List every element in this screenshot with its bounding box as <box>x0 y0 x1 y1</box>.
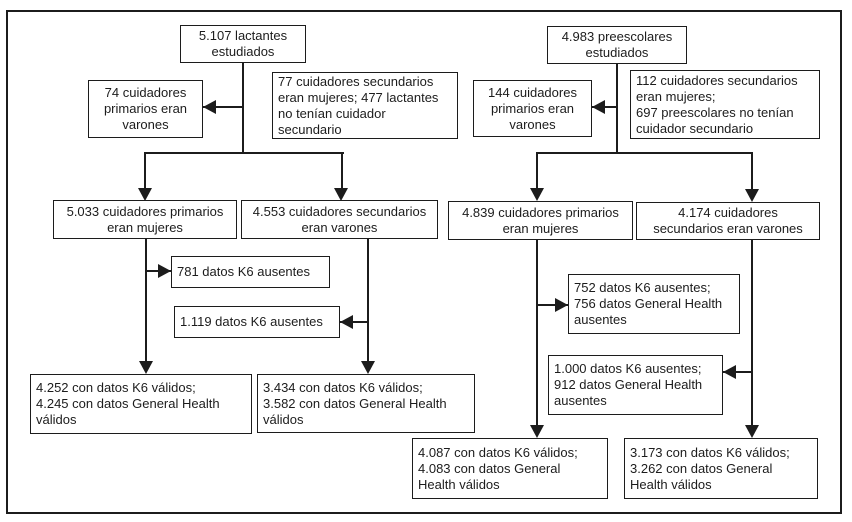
arrowhead-into-preschool-secondary-valid <box>745 425 759 438</box>
connector-infants-split <box>144 152 344 154</box>
connector-infants-to-male-primary <box>203 106 243 108</box>
connector-preschool-male-secondary-down <box>751 239 753 426</box>
arrowhead-into-preschool-male-secondary <box>745 189 759 202</box>
arrowhead-into-preschool-female-primary <box>530 188 544 201</box>
arrowhead-into-781-missing <box>158 264 171 278</box>
node-infants-secondary-valid-data: 3.434 con datos K6 válidos; 3.582 con da… <box>257 374 475 433</box>
node-infants-studied: 5.107 lactantes estudiados <box>180 25 306 63</box>
connector-preschool-split <box>536 152 753 154</box>
connector-infants-studied-down <box>242 62 244 154</box>
node-preschool-male-primary-caregivers: 144 cuidadores primarios eran varones <box>473 80 592 137</box>
node-preschool-male-secondary-caregivers: 4.174 cuidadores secundarios eran varone… <box>636 202 820 240</box>
node-preschool-studied: 4.983 preescolares estudiados <box>547 26 687 64</box>
node-preschool-primary-valid-data: 4.087 con datos K6 válidos; 4.083 con da… <box>412 438 608 499</box>
arrowhead-into-infants-secondary-valid <box>361 361 375 374</box>
arrowhead-into-752-missing <box>555 298 568 312</box>
connector-preschool-female-primary-down <box>536 239 538 426</box>
node-infants-male-primary-caregivers: 74 cuidadores primarios eran varones <box>88 80 203 138</box>
node-infants-primary-valid-data: 4.252 con datos K6 válidos; 4.245 con da… <box>30 374 252 434</box>
connector-preschool-to-female-primary <box>536 152 538 188</box>
connector-male-secondary-down <box>367 239 369 362</box>
arrowhead-into-infants-primary-valid <box>139 361 153 374</box>
node-infants-female-primary-caregivers: 5.033 cuidadores primarios eran mujeres <box>53 200 237 239</box>
node-infants-excluded-secondary-caregivers: 77 cuidadores secundarios eran mujeres; … <box>272 72 458 139</box>
connector-infants-to-male-secondary <box>341 152 343 188</box>
connector-preschool-studied-down <box>616 63 618 154</box>
node-infants-secondary-k6-missing: 1.119 datos K6 ausentes <box>174 306 340 338</box>
arrowhead-into-1119-missing <box>340 315 353 329</box>
arrowhead-into-1000-missing <box>723 365 736 379</box>
node-infants-primary-k6-missing: 781 datos K6 ausentes <box>171 256 330 288</box>
connector-to-1000-missing <box>723 371 753 373</box>
diagram-border <box>6 10 842 514</box>
connector-preschool-to-male-secondary <box>751 152 753 189</box>
arrowhead-into-preschool-primary-valid <box>530 425 544 438</box>
connector-female-primary-down <box>145 239 147 362</box>
node-infants-male-secondary-caregivers: 4.553 cuidadores secundarios eran varone… <box>241 200 438 239</box>
node-preschool-primary-missing-data: 752 datos K6 ausentes; 756 datos General… <box>568 274 740 334</box>
arrowhead-into-preschool-male-primary <box>592 100 605 114</box>
arrowhead-into-infants-female-primary <box>138 188 152 201</box>
connector-to-1119-missing <box>340 321 368 323</box>
node-preschool-female-primary-caregivers: 4.839 cuidadores primarios eran mujeres <box>448 201 633 240</box>
node-preschool-secondary-missing-data: 1.000 datos K6 ausentes; 912 datos Gener… <box>548 355 723 415</box>
node-preschool-secondary-valid-data: 3.173 con datos K6 válidos; 3.262 con da… <box>624 438 818 499</box>
connector-to-752-missing <box>537 304 568 306</box>
arrowhead-into-infants-male-primary <box>203 100 216 114</box>
connector-infants-to-female-primary <box>144 152 146 188</box>
node-preschool-excluded-secondary-caregivers: 112 cuidadores secundarios eran mujeres;… <box>630 70 820 139</box>
arrowhead-into-infants-male-secondary <box>334 188 348 201</box>
